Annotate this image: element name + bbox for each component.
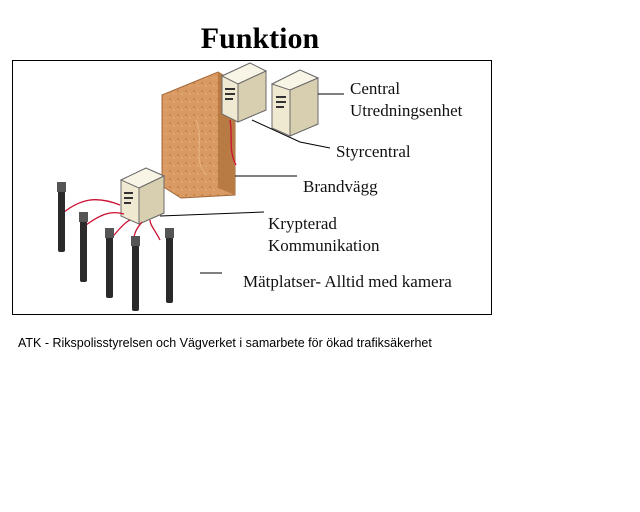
- label-brandvagg: Brandvägg: [303, 177, 378, 196]
- label-krypterad: Krypterad: [268, 214, 337, 233]
- label-matplatser: Mätplatser- Alltid med kamera: [243, 272, 452, 291]
- camera-pole-icon: [165, 228, 174, 303]
- camera-pole-icon: [131, 236, 140, 311]
- leader-lines: [159, 93, 344, 274]
- label-utredningsenhet: Utredningsenhet: [350, 101, 463, 120]
- diagram-title: Funktion: [200, 22, 320, 55]
- label-styrcentral: Styrcentral: [336, 142, 411, 161]
- server-icon: [220, 62, 268, 123]
- camera-pole-icon: [57, 182, 66, 252]
- label-kommunikation: Kommunikation: [268, 236, 380, 255]
- caption: ATK - Rikspolisstyrelsen och Vägverket i…: [18, 336, 432, 350]
- label-central: Central: [350, 79, 401, 98]
- camera-pole-icon: [79, 212, 88, 282]
- server-icon: [119, 167, 166, 225]
- server-icon: [270, 69, 320, 137]
- diagram-frame: [12, 60, 492, 315]
- camera-pole-icon: [105, 228, 114, 298]
